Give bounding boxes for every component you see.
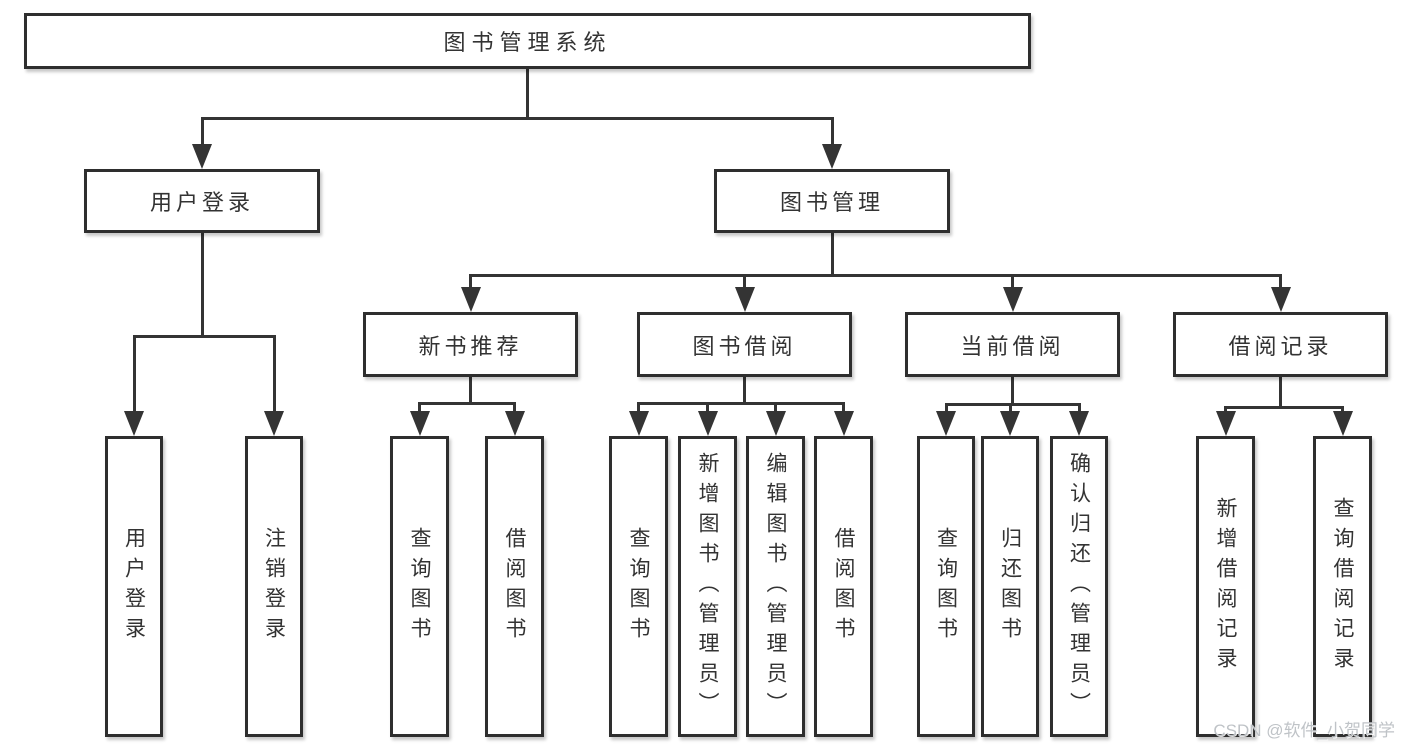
connector-line	[743, 377, 746, 403]
connector-line	[1279, 275, 1282, 290]
arrow-down-icon	[734, 287, 755, 312]
node-label: 用户登录	[122, 526, 146, 647]
node-book-mgmt: 图书管理	[714, 169, 950, 233]
node-current-borrow: 当前借阅	[905, 312, 1120, 377]
node-book-borrow: 图书借阅	[637, 312, 852, 377]
node-label: 新增图书（管理员）	[696, 451, 719, 722]
arrow-down-icon	[264, 411, 284, 436]
node-label: 归还图书	[998, 526, 1022, 647]
connector-line	[469, 377, 472, 403]
arrow-down-icon	[628, 411, 649, 436]
connector-line	[1008, 404, 1012, 414]
connector-line	[637, 401, 845, 405]
node-label: 查询图书	[934, 526, 958, 647]
node-leaf-query-book-1: 查询图书	[390, 436, 449, 737]
node-leaf-add-borrow-record: 新增借阅记录	[1196, 436, 1255, 737]
arrow-down-icon	[936, 411, 956, 436]
node-label: 用户登录	[149, 190, 254, 215]
node-new-book-rec: 新书推荐	[363, 312, 578, 377]
connector-line	[743, 275, 746, 290]
node-label: 新书推荐	[418, 333, 523, 359]
connector-line	[469, 275, 472, 290]
node-user-login: 用户登录	[84, 169, 320, 233]
connector-line	[944, 404, 948, 414]
connector-line	[200, 116, 834, 120]
node-leaf-query-book-2: 查询图书	[609, 436, 668, 737]
connector-line	[637, 403, 640, 414]
arrow-down-icon	[1069, 411, 1089, 436]
connector-line	[132, 334, 276, 338]
node-label: 图书借阅	[692, 333, 797, 359]
node-label: 新增借阅记录	[1214, 496, 1237, 677]
arrow-down-icon	[822, 144, 842, 169]
watermark: CSDN @软件_小贺同学	[1213, 721, 1395, 740]
node-leaf-add-book: 新增图书（管理员）	[678, 436, 737, 737]
node-label: 查询借阅记录	[1331, 496, 1354, 677]
node-label: 借阅图书	[503, 526, 526, 647]
arrow-down-icon	[124, 411, 144, 436]
connector-line	[1011, 377, 1014, 404]
node-label: 查询图书	[627, 526, 650, 647]
connector-line	[526, 69, 529, 118]
node-leaf-query-borrow-record: 查询借阅记录	[1313, 436, 1372, 737]
node-root: 图书管理系统	[24, 13, 1031, 69]
node-leaf-edit-book: 编辑图书（管理员）	[746, 436, 805, 737]
node-leaf-user-login: 用户登录	[105, 436, 163, 737]
connector-line	[1011, 275, 1014, 290]
arrow-down-icon	[1002, 287, 1023, 312]
connector-line	[774, 403, 777, 414]
node-label: 注销登录	[262, 526, 286, 647]
node-label: 当前借阅	[960, 333, 1065, 359]
arrow-down-icon	[765, 411, 786, 436]
connector-line	[1224, 405, 1344, 409]
connector-line	[830, 233, 834, 275]
arrow-down-icon	[697, 411, 718, 436]
arrow-down-icon	[833, 411, 854, 436]
connector-line	[200, 233, 204, 336]
node-leaf-borrow-book-1: 借阅图书	[485, 436, 544, 737]
arrow-down-icon	[1000, 411, 1020, 436]
node-leaf-return-book: 归还图书	[981, 436, 1039, 737]
node-label: 借阅记录	[1228, 333, 1333, 359]
connector-line	[706, 403, 709, 414]
connector-line	[842, 403, 845, 414]
arrow-down-icon	[192, 144, 212, 169]
connector-line	[272, 336, 276, 414]
connector-line	[200, 118, 204, 147]
connector-line	[1341, 407, 1344, 414]
connector-line	[830, 118, 834, 147]
arrow-down-icon	[1270, 287, 1291, 312]
node-borrow-records: 借阅记录	[1173, 312, 1388, 377]
arrow-down-icon	[1332, 411, 1353, 436]
node-label: 图书管理	[779, 190, 884, 215]
connector-line	[513, 403, 516, 414]
connector-line	[1279, 377, 1282, 407]
node-label: 借阅图书	[832, 526, 855, 647]
arrow-down-icon	[460, 287, 481, 312]
node-leaf-query-book-3: 查询图书	[917, 436, 975, 737]
node-leaf-borrow-book-2: 借阅图书	[814, 436, 873, 737]
node-label: 图书管理系统	[443, 30, 612, 55]
connector-line	[132, 336, 136, 414]
node-leaf-confirm-return: 确认归还（管理员）	[1050, 436, 1108, 737]
node-label: 查询图书	[408, 526, 431, 647]
connector-line	[1224, 407, 1227, 414]
node-label: 编辑图书（管理员）	[764, 451, 787, 722]
connector-line	[1077, 404, 1081, 414]
connector-line	[469, 273, 1282, 277]
node-label: 确认归还（管理员）	[1067, 451, 1091, 722]
arrow-down-icon	[1215, 411, 1236, 436]
connector-line	[418, 401, 516, 405]
arrow-down-icon	[504, 411, 525, 436]
connector-line	[418, 403, 421, 414]
connector-line	[944, 402, 1081, 406]
node-leaf-logout: 注销登录	[245, 436, 303, 737]
arrow-down-icon	[409, 411, 430, 436]
